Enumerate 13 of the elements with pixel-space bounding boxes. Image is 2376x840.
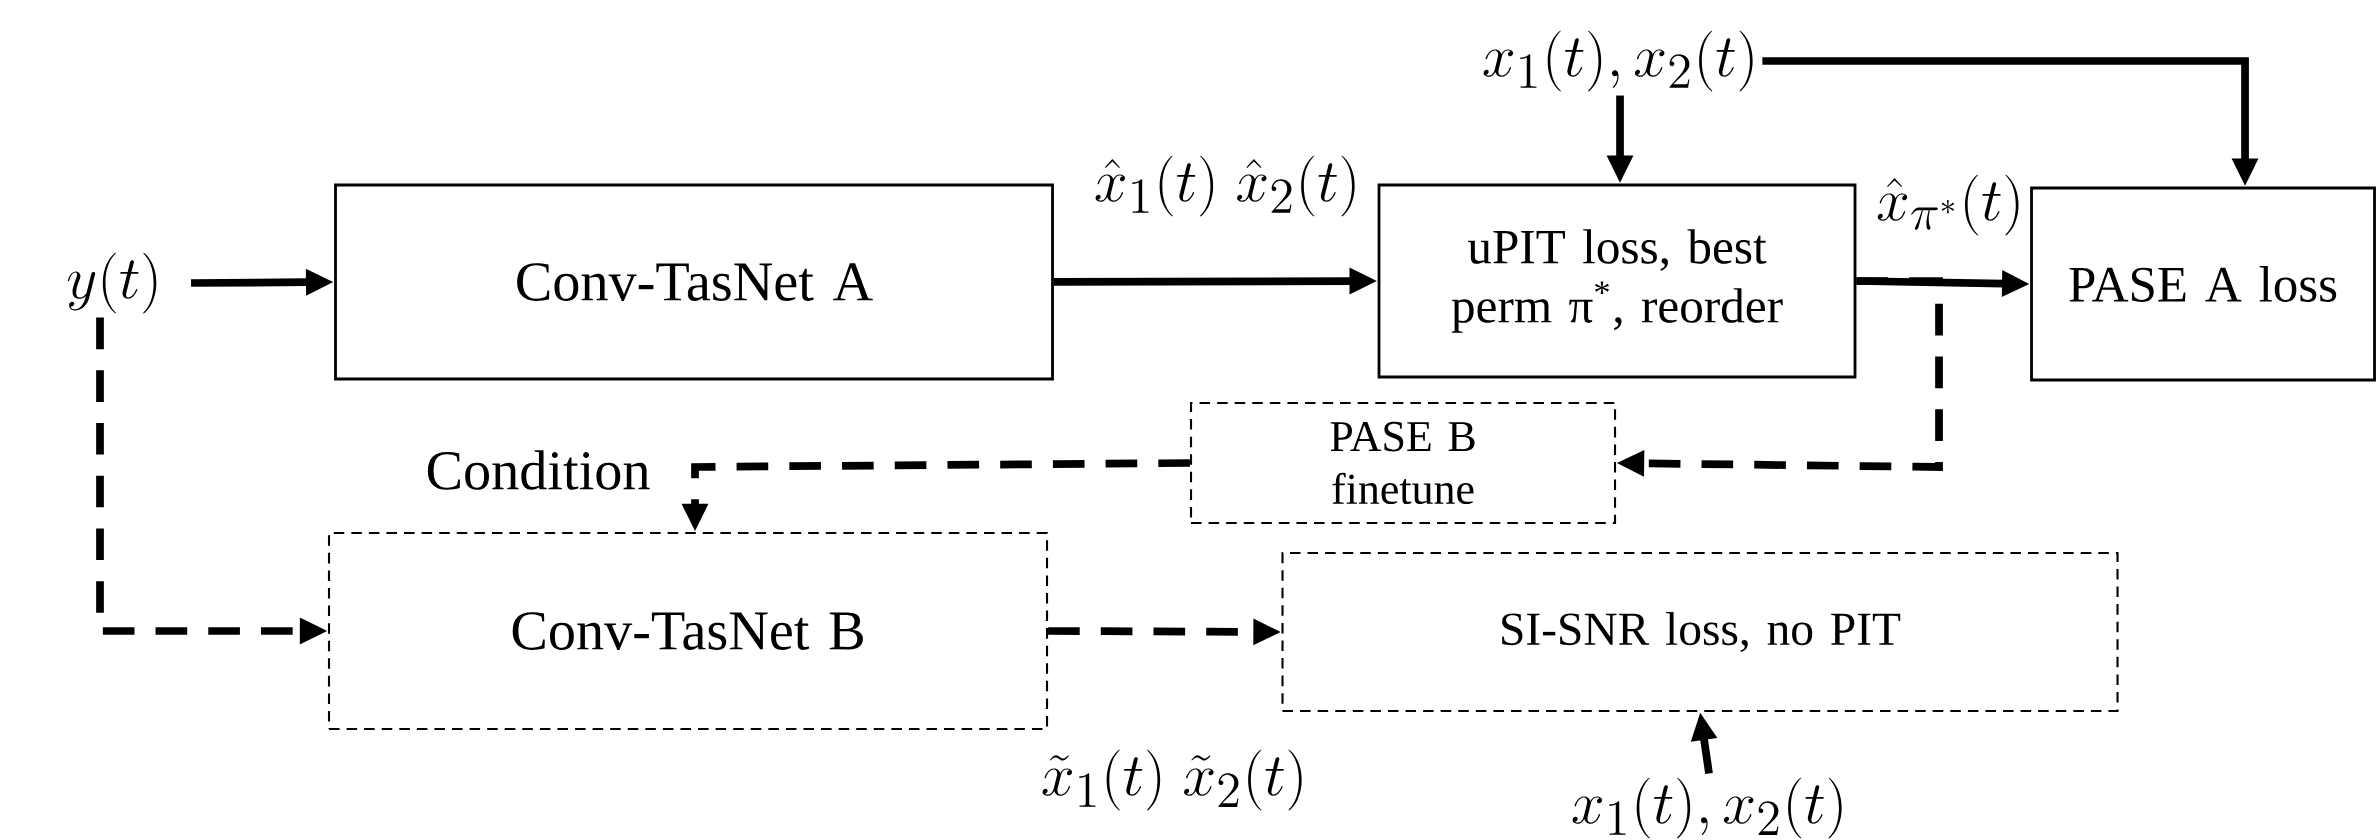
process-box: Conv-TasNet B	[327, 531, 1049, 731]
signal-label: $y(t)$	[67, 252, 157, 314]
edge-label: $\hat{x}_1(t)\ \hat{x}_2(t)$	[1090, 152, 1364, 220]
edge-label: $\tilde{x}_1(t)\ \tilde{x}_2(t)$	[1037, 746, 1311, 814]
process-box: Conv-TasNet A	[334, 183, 1054, 381]
loss-box: SI-SNR loss, no PIT	[1281, 551, 2119, 713]
edge-label: $\hat{x}_{\pi^*}(t)$	[1872, 171, 2028, 239]
loss-box: PASE A loss	[2030, 186, 2376, 382]
signal-label: $x_1(t), x_2(t)$	[1572, 777, 1842, 839]
signal-label: $x_1(t), x_2(t)$	[1483, 30, 1753, 92]
process-box: PASE B finetune	[1189, 401, 1617, 525]
edge-label: Condition	[422, 446, 654, 494]
loss-box: uPIT loss, best perm π$^{*}$, reorder	[1377, 183, 1857, 379]
